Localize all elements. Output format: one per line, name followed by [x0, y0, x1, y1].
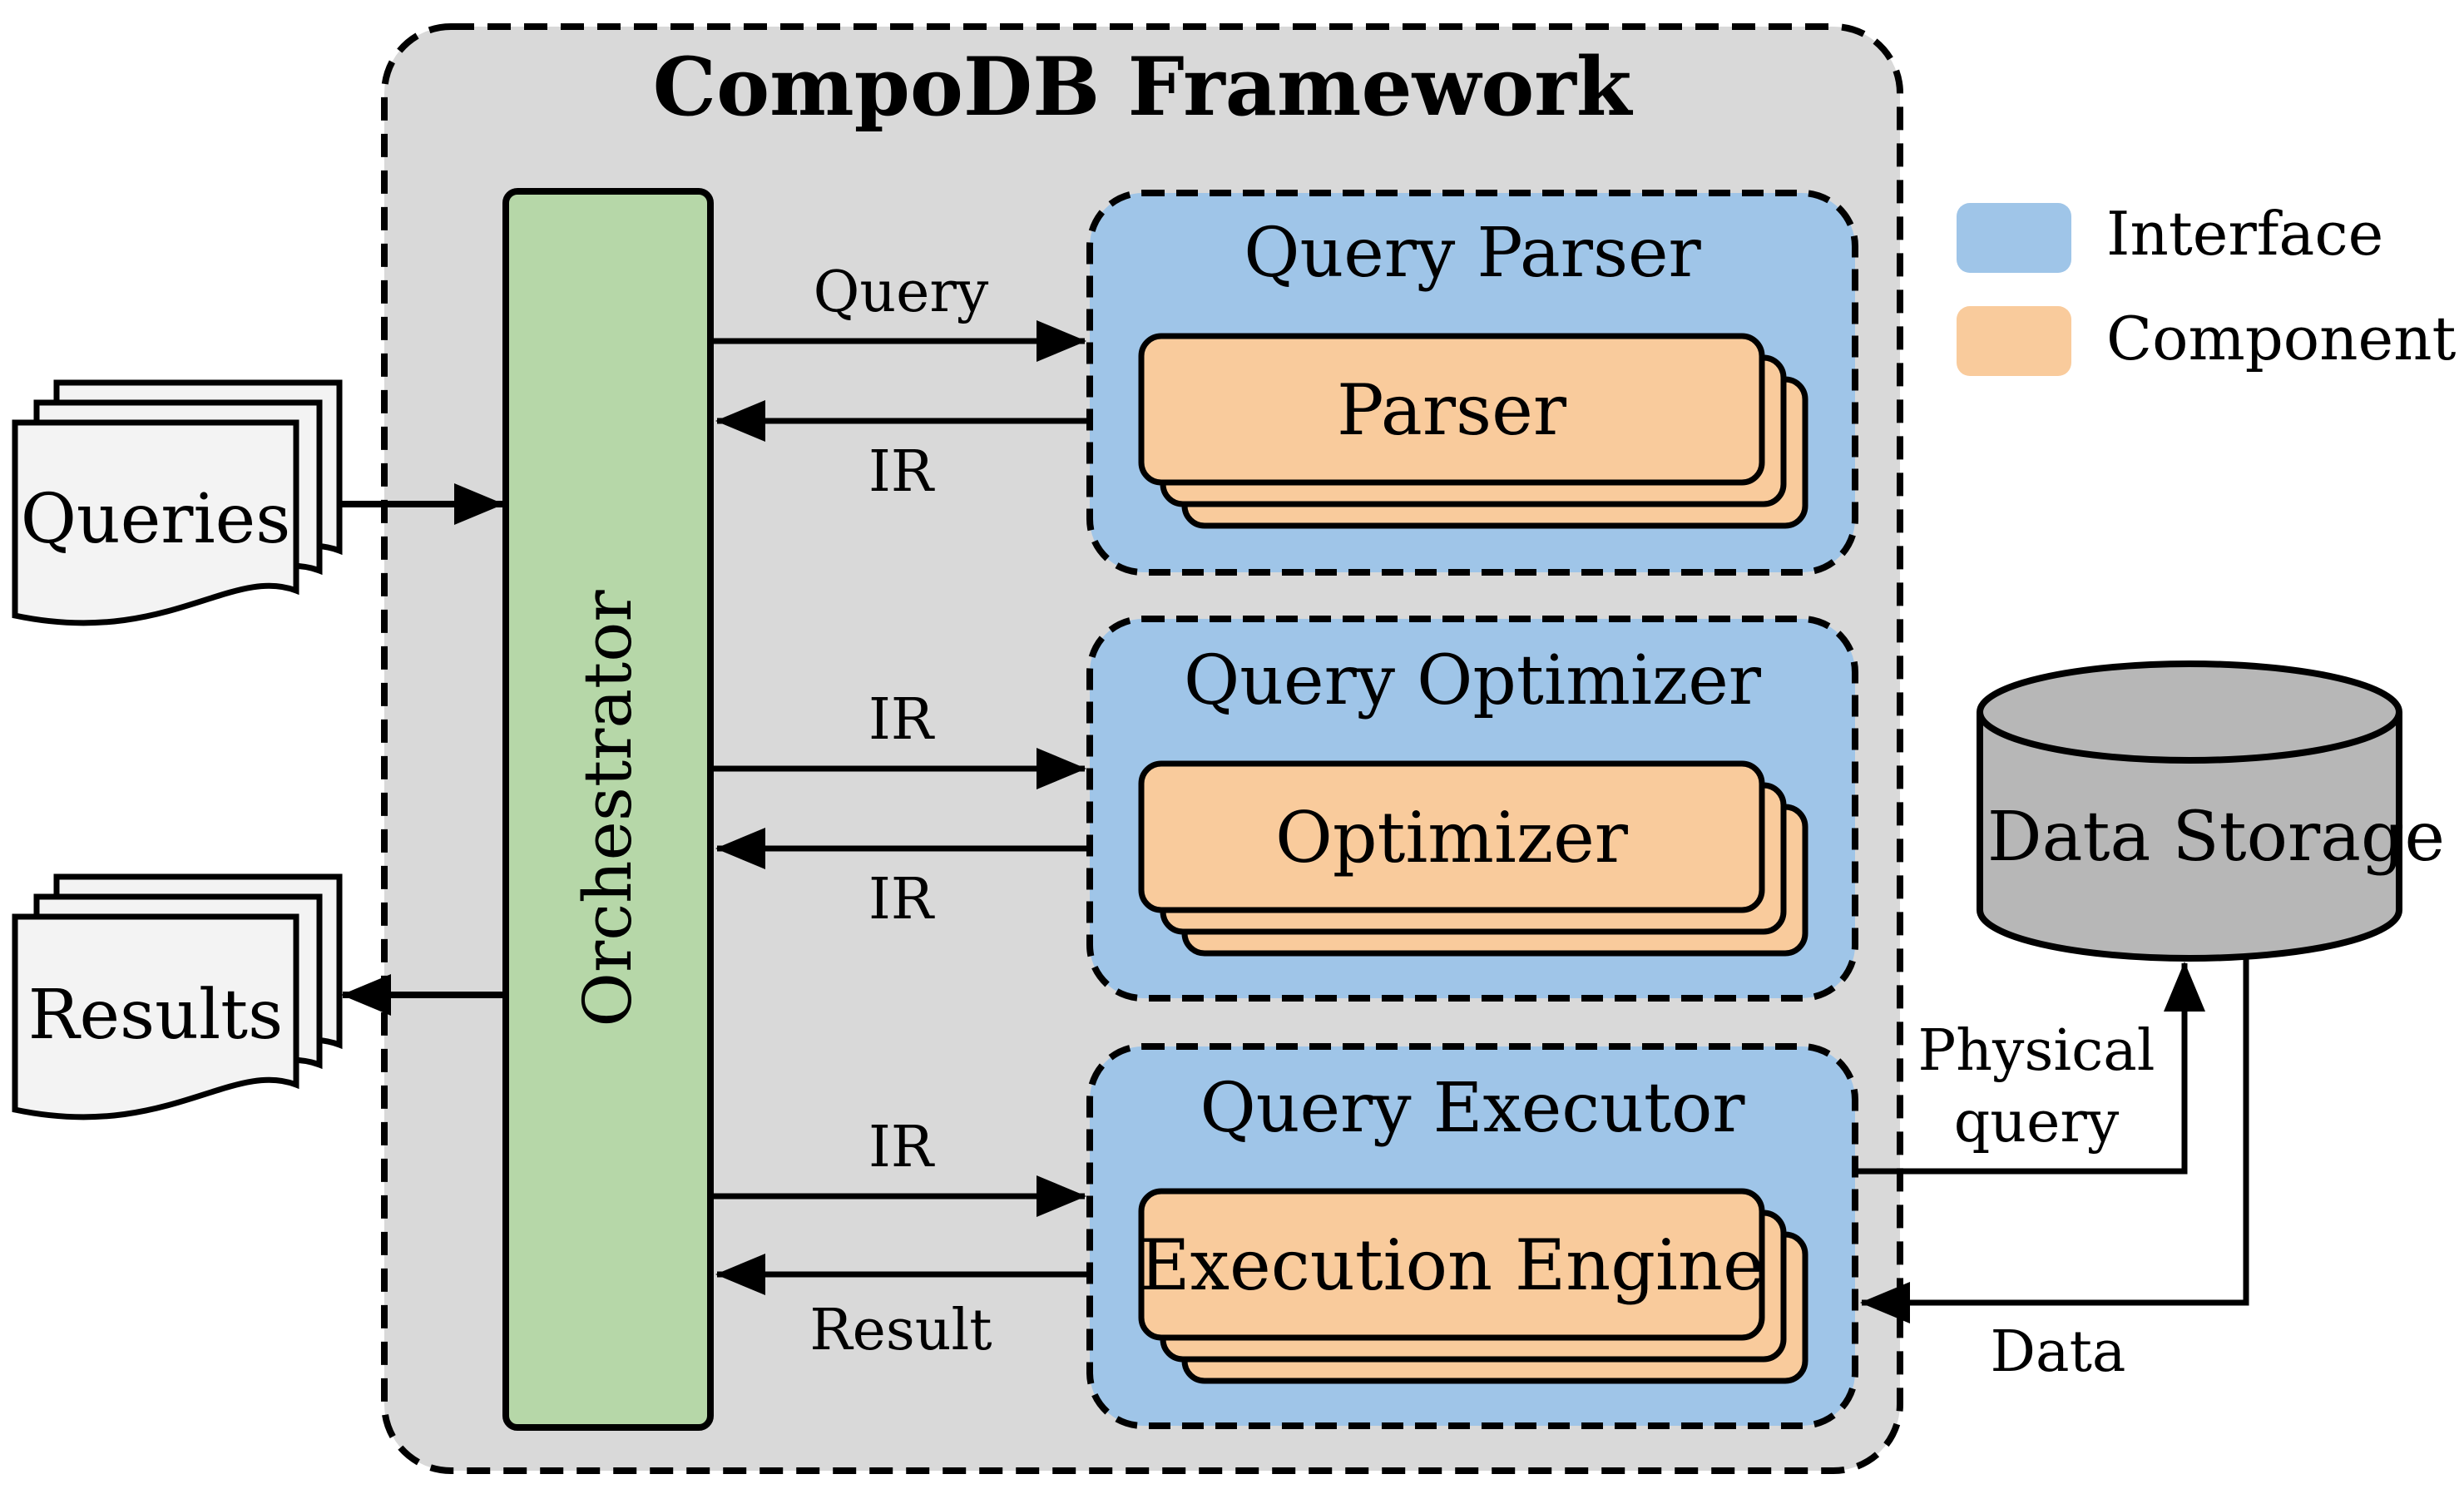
results-label: Results — [28, 976, 283, 1055]
interface-title: Query Parser — [1244, 214, 1701, 293]
parser-to-orchestrator-label: IR — [868, 439, 935, 505]
legend-swatch-interface — [1957, 203, 2071, 273]
physical-query-label-line1: Physical — [1918, 1018, 2155, 1084]
executor-to-orchestrator-label: Result — [809, 1298, 992, 1363]
legend: Interface Component — [1957, 199, 2457, 376]
interface-title: Query Optimizer — [1184, 641, 1762, 720]
queries-document: Queries — [12, 379, 343, 626]
component-card — [1138, 760, 1765, 913]
legend-swatch-component — [1957, 306, 2071, 376]
component-label: Parser — [1337, 369, 1567, 451]
orchestrator-to-optimizer-label: IR — [868, 687, 935, 753]
data-storage-label: Data Storage — [1987, 798, 2445, 877]
orchestrator-to-executor-label: IR — [868, 1115, 935, 1180]
data-storage-cylinder: Data Storage — [1977, 660, 2445, 962]
storage-to-executor-arrow — [1860, 955, 2249, 1323]
component-card — [1138, 1188, 1765, 1341]
interface-title: Query Executor — [1200, 1069, 1745, 1148]
results-document: Results — [12, 873, 343, 1120]
legend-label-interface: Interface — [2106, 199, 2383, 269]
legend-label-component: Component — [2106, 304, 2457, 374]
orchestrator-box — [502, 188, 714, 1431]
queries-label: Queries — [21, 480, 291, 559]
interface-query-parser: Query Parser Parser — [1086, 190, 1858, 576]
orchestrator-label: Orchestrator — [569, 590, 646, 1027]
data-label: Data — [1991, 1319, 2126, 1385]
optimizer-to-orchestrator-label: IR — [868, 867, 935, 933]
physical-query-label-line2: query — [1954, 1090, 2120, 1155]
component-card — [1138, 333, 1765, 486]
interface-query-executor: Query Executor Execution Engine — [1086, 1043, 1858, 1429]
executor-to-storage-arrow — [1857, 962, 2205, 1175]
component-label: Optimizer — [1275, 797, 1629, 878]
component-label: Execution Engine — [1139, 1224, 1764, 1306]
interface-query-optimizer: Query Optimizer Optimizer — [1086, 616, 1858, 1002]
framework-title: CompoDB Framework — [653, 40, 1634, 134]
orchestrator-to-parser-label: Query — [814, 260, 989, 325]
